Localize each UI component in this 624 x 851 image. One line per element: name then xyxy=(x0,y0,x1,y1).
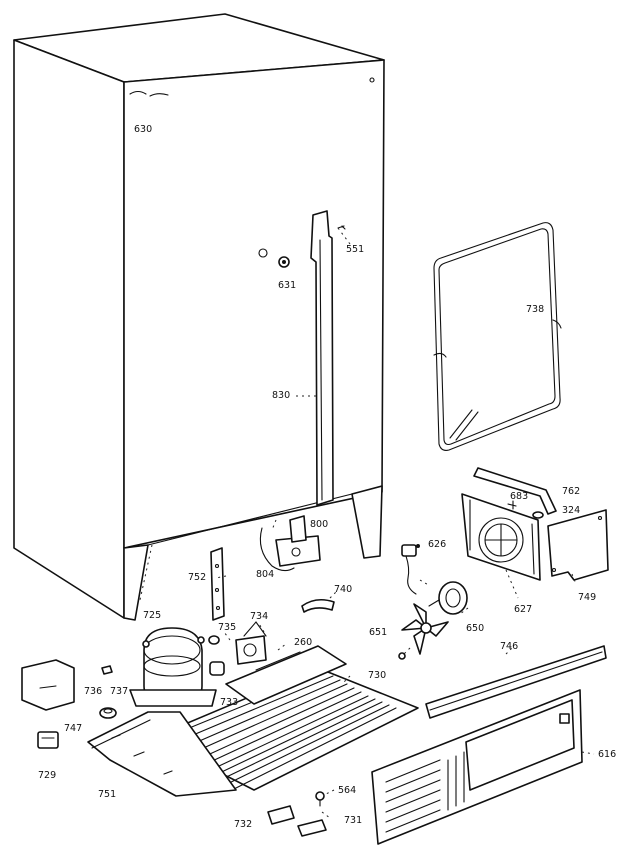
callout-830: 830 xyxy=(272,390,290,401)
cover-plate xyxy=(547,509,609,581)
condenser-coil xyxy=(151,645,419,791)
fan-blade xyxy=(398,603,449,660)
callout-735: 735 xyxy=(218,622,236,633)
callout-736: 736 xyxy=(84,686,102,697)
defrost-timer xyxy=(259,515,321,572)
leader-lines xyxy=(139,227,595,819)
callout-731: 731 xyxy=(344,815,362,826)
callout-762: 762 xyxy=(562,486,580,497)
base-grille xyxy=(371,689,583,845)
starter-734 xyxy=(235,621,267,665)
callout-734: 734 xyxy=(250,611,268,622)
overload-735 xyxy=(208,635,225,676)
relay-bracket xyxy=(210,547,225,621)
grommet-737 xyxy=(99,707,117,719)
defrost-heater xyxy=(433,222,562,451)
fan-shroud xyxy=(461,493,541,581)
callout-752: 752 xyxy=(188,572,206,583)
callout-616: 616 xyxy=(598,749,616,760)
callout-626: 626 xyxy=(428,539,446,550)
callout-729: 729 xyxy=(38,770,56,781)
clip-732 xyxy=(267,805,295,825)
bracket-762 xyxy=(473,467,557,519)
callout-751: 751 xyxy=(98,789,116,800)
grommet-736 xyxy=(101,665,113,675)
callout-683: 683 xyxy=(510,491,528,502)
callout-746: 746 xyxy=(500,641,518,652)
clip-731 xyxy=(297,819,327,837)
callout-630: 630 xyxy=(134,124,152,135)
terminal-box-747 xyxy=(21,659,75,711)
callout-324: 324 xyxy=(562,505,580,516)
fan-motor xyxy=(428,581,468,615)
callout-747: 747 xyxy=(64,723,82,734)
drain-pan xyxy=(425,645,607,719)
callout-551: 551 xyxy=(346,244,364,255)
base-pan xyxy=(87,711,237,797)
screw-564 xyxy=(315,791,325,807)
callout-733: 733 xyxy=(220,697,238,708)
callout-740: 740 xyxy=(334,584,352,595)
callout-737: 737 xyxy=(110,686,128,697)
bracket-729 xyxy=(37,731,59,749)
callout-260: 260 xyxy=(294,637,312,648)
callout-564: 564 xyxy=(338,785,356,796)
clip-740 xyxy=(301,598,335,613)
callout-651: 651 xyxy=(369,627,387,638)
callout-650: 650 xyxy=(466,623,484,634)
callout-732: 732 xyxy=(234,819,252,830)
callout-730: 730 xyxy=(368,670,386,681)
callout-804: 804 xyxy=(256,569,274,580)
callout-749: 749 xyxy=(578,592,596,603)
callout-800: 800 xyxy=(310,519,328,530)
callout-627: 627 xyxy=(514,604,532,615)
callout-631: 631 xyxy=(278,280,296,291)
callout-725: 725 xyxy=(143,610,161,621)
callout-738: 738 xyxy=(526,304,544,315)
drain-tube xyxy=(310,210,346,506)
compressor xyxy=(129,627,217,707)
callout-labels: 630 551 631 738 830 762 683 324 800 804 … xyxy=(38,124,616,830)
thermostat xyxy=(401,544,420,595)
